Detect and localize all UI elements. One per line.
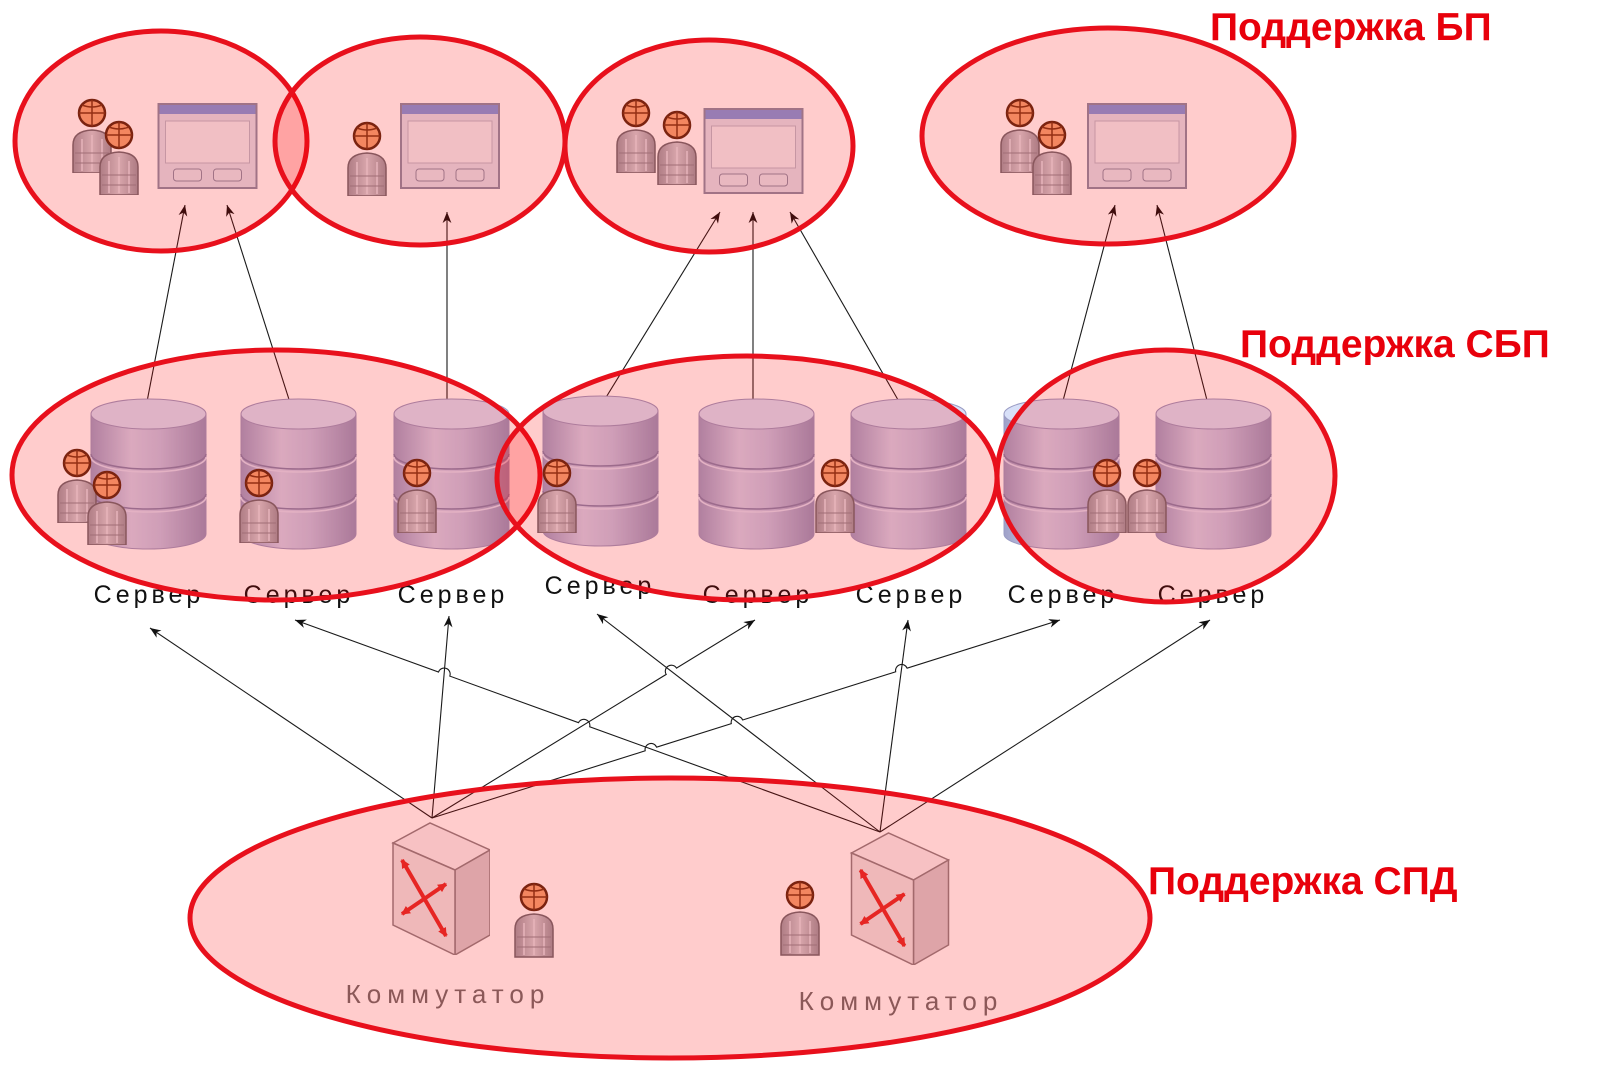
connection-arrow <box>879 619 1211 833</box>
connection-arrow <box>431 619 756 819</box>
connection-arrow <box>226 204 294 413</box>
zone-spd-ellipse <box>187 775 1153 1061</box>
tier-label-bp: Поддержка БП <box>1210 6 1492 49</box>
zone-sbp-ellipse <box>494 353 1000 603</box>
zone-bp-ellipse <box>272 34 568 248</box>
zone-bp-ellipse <box>12 28 310 254</box>
zone-bp-ellipse <box>919 25 1297 247</box>
switch-label: Коммутатор <box>799 986 1004 1016</box>
connection-arrow <box>879 619 911 833</box>
server-label: Сервер <box>1008 581 1119 609</box>
connection-arrow <box>596 211 721 413</box>
connection-arrow <box>144 204 188 413</box>
server-label: Сервер <box>703 581 814 609</box>
connection-arrow <box>294 619 881 833</box>
connection-arrow <box>431 615 453 819</box>
support-zones <box>9 25 1338 1061</box>
server-label: Сервер <box>398 581 509 609</box>
zone-sbp-ellipse <box>994 347 1338 605</box>
zone-sbp-ellipse <box>9 347 543 603</box>
connection-arrow <box>1059 204 1117 413</box>
tier-label-sbp: Поддержка СБП <box>1240 323 1550 366</box>
connection-arrow <box>149 627 433 819</box>
switch-label: Коммутатор <box>346 979 551 1009</box>
connection-arrow <box>596 613 881 833</box>
zone-bp-ellipse <box>562 37 856 255</box>
connection-arrow <box>431 619 1061 819</box>
switch-labels: Коммутатор Коммутатор <box>346 979 1004 1016</box>
tier-label-spd: Поддержка СПД <box>1148 860 1458 903</box>
